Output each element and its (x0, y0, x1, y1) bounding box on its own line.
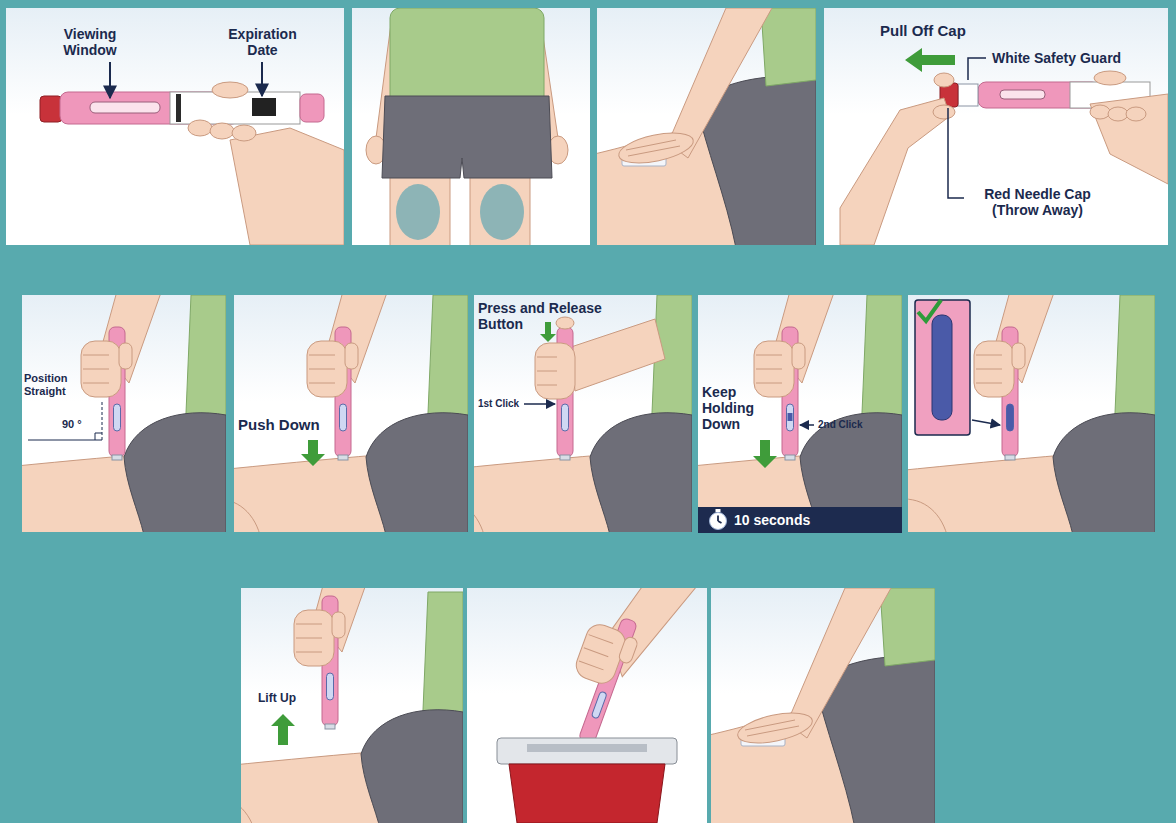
timer-icon (706, 508, 730, 532)
click-note: 1st Click (478, 398, 519, 410)
label-anchor: Red Needle Cap (Throw Away) (970, 186, 1105, 218)
label-anchor: White Safety Guard (992, 50, 1121, 66)
label-anchor: Press and Release Button (478, 300, 628, 332)
part-label: White Safety Guard (992, 50, 1121, 66)
step-instruction: Push Down (238, 416, 320, 433)
click-note: 2nd Click (818, 419, 862, 431)
label-anchor: 1st Click (478, 398, 519, 410)
step-instruction: Keep Holding Down (702, 384, 770, 432)
part-label: Viewing Window (45, 26, 135, 58)
label-anchor: Viewing Window (45, 26, 135, 58)
part-label: Expiration Date (215, 26, 310, 58)
label-anchor: Push Down (238, 416, 320, 433)
label-anchor: Keep Holding Down (702, 384, 770, 432)
label-anchor: 90 ° (62, 418, 82, 431)
step-instruction: Lift Up (258, 692, 296, 706)
step-instruction: Press and Release Button (478, 300, 628, 332)
label-anchor: Position Straight (24, 372, 80, 397)
label-anchor: 2nd Click (818, 419, 862, 431)
timer-text: 10 seconds (734, 507, 810, 533)
part-label: Red Needle Cap (Throw Away) (970, 186, 1105, 218)
angle-note: Position Straight (24, 372, 80, 397)
timer-band: 10 seconds (698, 507, 902, 533)
label-anchor: Pull Off Cap (880, 22, 966, 39)
label-anchor: Expiration Date (215, 26, 310, 58)
label-anchor: Lift Up (258, 692, 296, 706)
angle-value: 90 ° (62, 418, 82, 431)
step-instruction: Pull Off Cap (880, 22, 966, 39)
